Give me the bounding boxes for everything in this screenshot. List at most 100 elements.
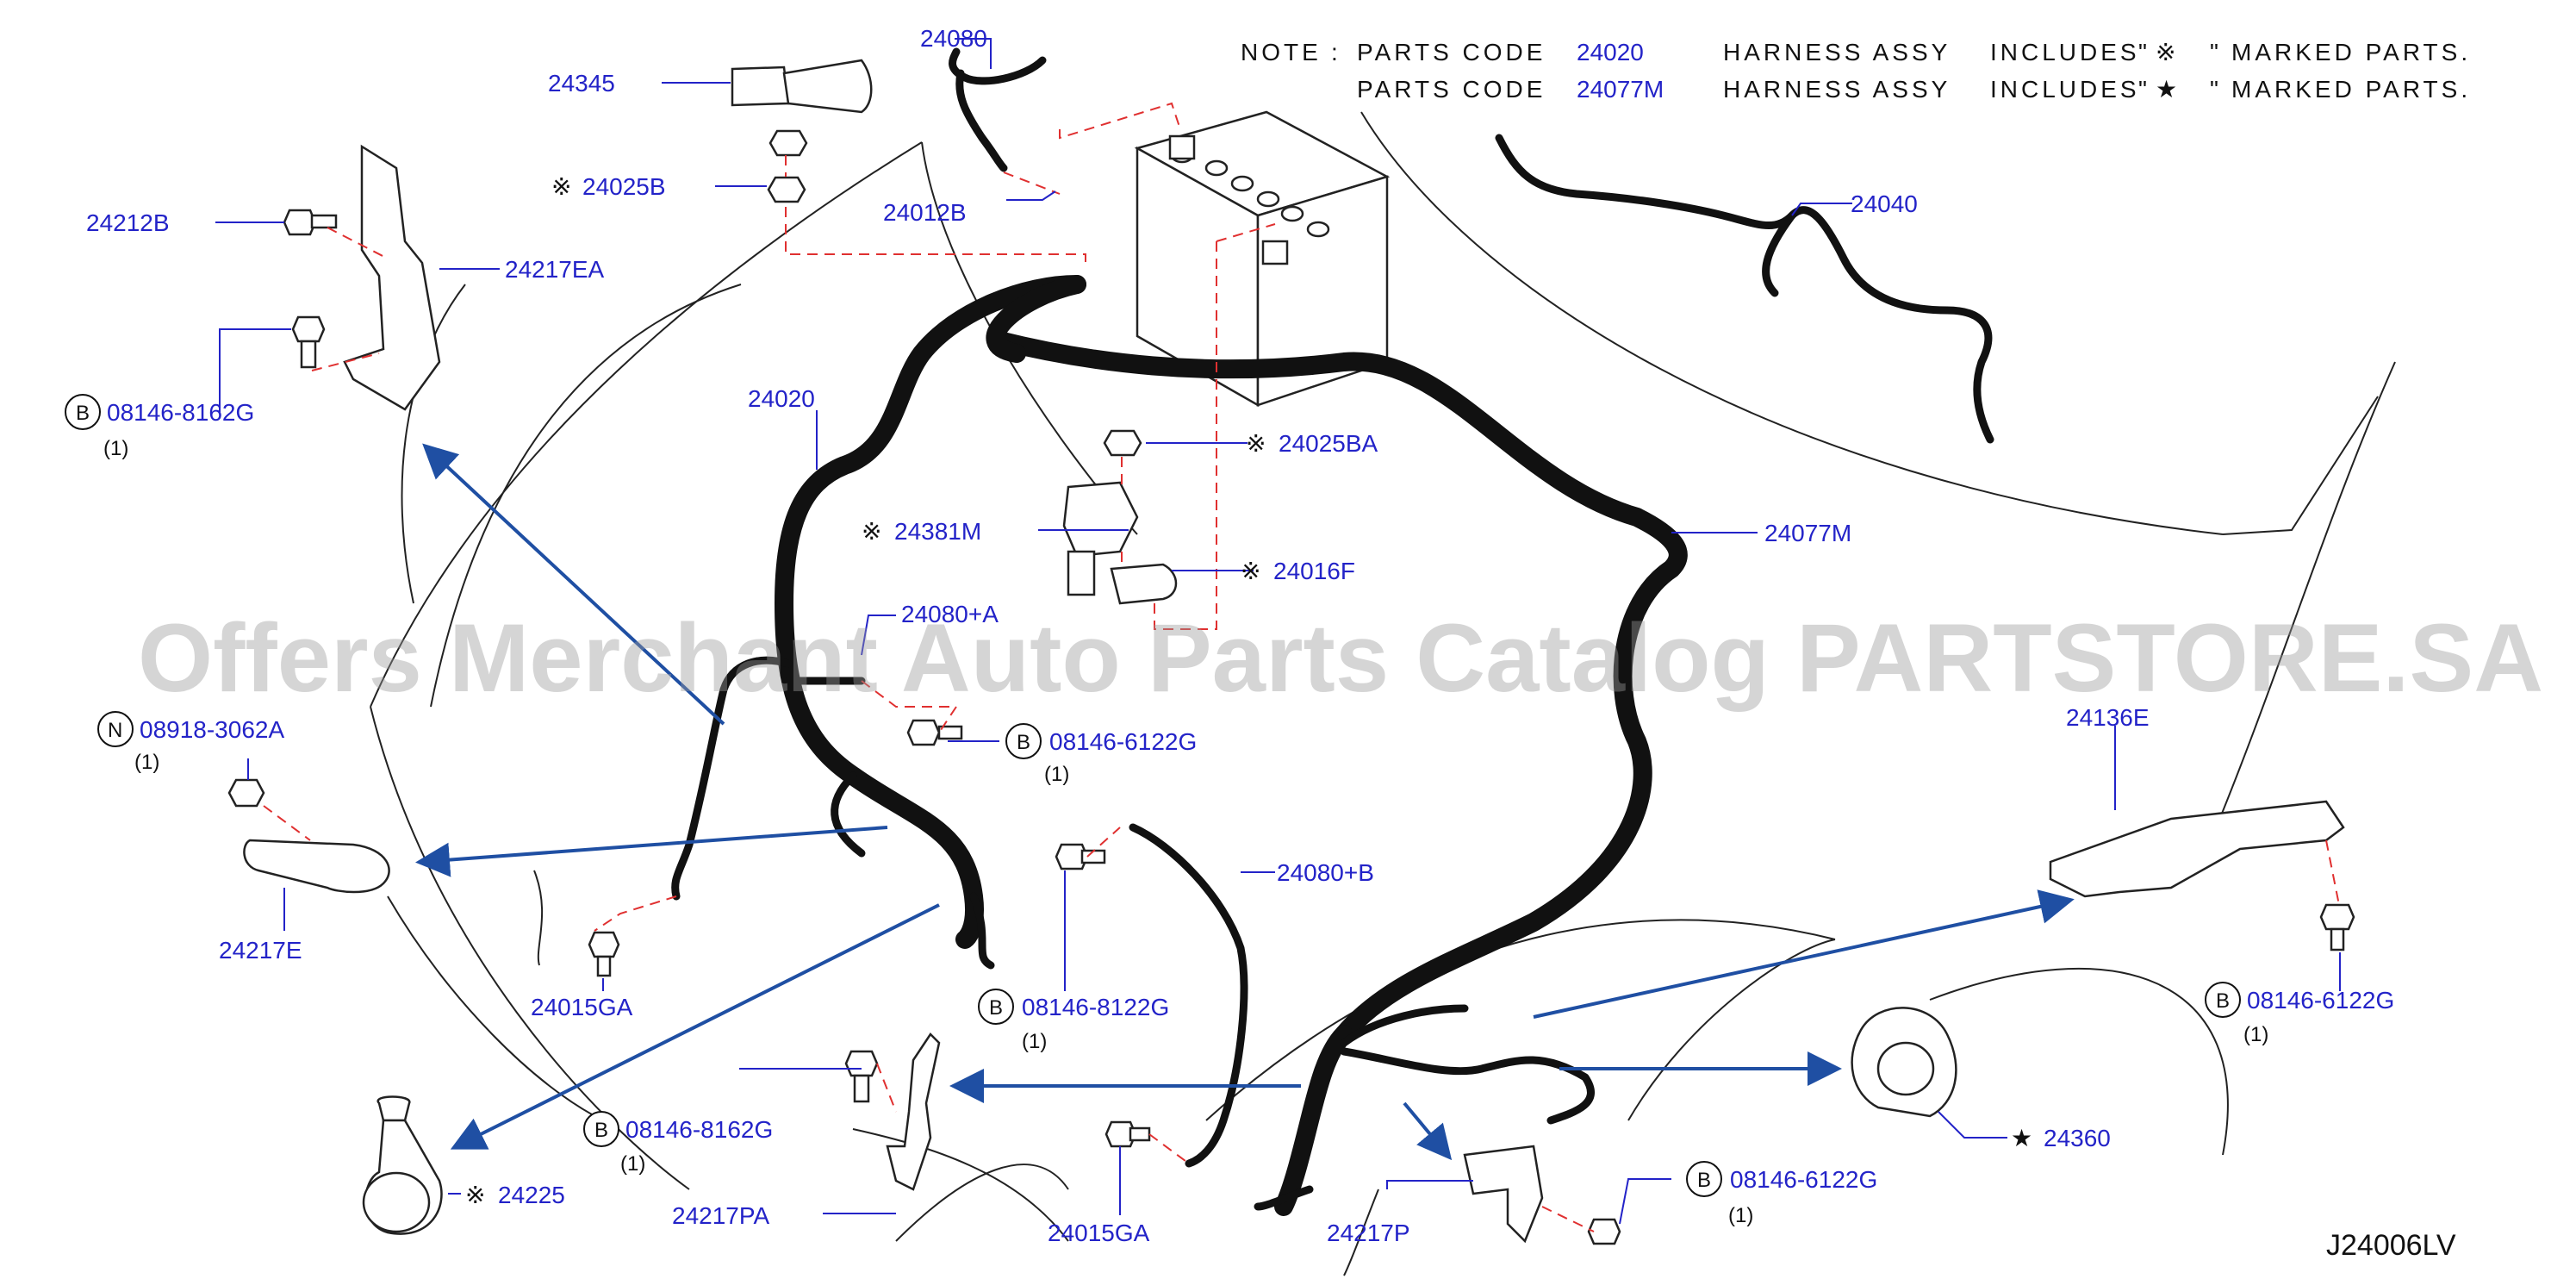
qty-08146-8122G: (1) [1022,1030,1047,1053]
ref-mark-24225: ※ [465,1181,485,1209]
watermark-text: Offers Merchant Auto Parts Catalog PARTS… [138,604,2543,712]
terminal-24016F[interactable] [1110,563,1178,605]
svg-text:B: B [2216,989,2230,1013]
label-08146-6122G-upper[interactable]: 08146-6122G [1049,728,1197,755]
arrow-to-24217P [1403,1101,1453,1161]
note-colon: : [1331,39,1341,66]
note-block: NOTE : PARTS CODE 24020 HARNESS ASSY INC… [1241,38,2467,103]
label-24217EA[interactable]: 24217EA [505,256,605,283]
badge-n-08918-3062A: N [97,711,134,747]
qty-08146-8162G-upper: (1) [103,437,128,460]
label-08146-8162G-upper[interactable]: 08146-8162G [107,399,254,426]
bracket-24136E[interactable] [2049,800,2345,898]
harness-front-lower [1254,1004,1595,1216]
note-symbol-2: ★ [2156,75,2177,103]
bolt-24015GA-left[interactable] [588,931,620,977]
arrow-to-24217E [415,826,888,877]
fusible-link-24345[interactable] [731,59,873,114]
harness-24080B [1129,823,1248,1168]
arrow-to-24136E [1533,889,2075,1019]
label-24212B[interactable]: 24212B [86,209,170,236]
qty-08146-8162G-lower: (1) [620,1152,645,1176]
bracket-24217EA[interactable] [343,144,441,411]
svg-text:B: B [76,402,90,425]
bolt-08146-8162G-lower[interactable] [844,1050,879,1103]
bracket-24217PA[interactable] [886,1033,941,1191]
badge-b-08146-6122G-right: B [2205,982,2241,1018]
note-parts-code-2: PARTS CODE [1357,76,1546,103]
label-24040[interactable]: 24040 [1851,190,1918,217]
svg-text:B: B [989,996,1003,1020]
label-08146-8162G-lower[interactable]: 08146-8162G [625,1116,773,1143]
svg-text:B: B [1697,1169,1711,1192]
label-24025BA[interactable]: 24025BA [1279,430,1378,457]
note-close-quote-1: " [2210,39,2222,66]
boot-24225[interactable] [362,1095,443,1235]
note-symbol-1: ※ [2156,38,2175,66]
note-code-1: 24020 [1577,39,1644,66]
label-24217E[interactable]: 24217E [219,937,302,964]
bracket-24217E[interactable] [243,839,390,894]
bolt-08146-6122G-upper[interactable] [906,719,963,746]
label-24077M[interactable]: 24077M [1764,520,1851,546]
label-24080[interactable]: 24080 [920,25,987,52]
label-24025B[interactable]: 24025B [582,173,666,200]
note-open-quote-2: " [2138,76,2150,103]
battery-terminal-positive [1168,134,1196,160]
bracket-24217P[interactable] [1463,1145,1544,1244]
label-24016F[interactable]: 24016F [1273,558,1355,584]
badge-b-08146-8122G: B [978,989,1014,1025]
bolt-24015GA-right[interactable] [1104,1120,1151,1148]
star-mark-24360: ★ [2011,1124,2032,1152]
dashed-connection-lines [263,102,2340,1232]
label-24015GA-right[interactable]: 24015GA [1048,1220,1150,1246]
bolt-08146-6122G-lower[interactable] [1587,1218,1621,1245]
note-harness-assy-2: HARNESS ASSY [1723,76,1951,103]
bolt-08146-6122G-right[interactable] [2319,903,2355,951]
note-close-quote-2: " [2210,76,2222,103]
label-24015GA-left[interactable]: 24015GA [531,994,633,1020]
ref-mark-24016F: ※ [1241,557,1260,585]
harness-24040 [1495,134,1994,444]
harness-24080 [949,47,1047,172]
ref-mark-24025B: ※ [551,172,571,201]
pointer-arrows [415,443,2075,1161]
nut-08918-3062A[interactable] [227,778,265,808]
qty-08918-3062A: (1) [134,751,159,774]
nut-24025BA[interactable] [1103,429,1142,457]
label-24345[interactable]: 24345 [548,70,615,97]
qty-08146-6122G-right: (1) [2243,1023,2268,1046]
label-24020[interactable]: 24020 [748,385,815,412]
note-open-quote-1: " [2138,39,2150,66]
bolt-24212B[interactable] [283,209,338,236]
label-24225[interactable]: 24225 [498,1182,565,1208]
label-08146-8122G[interactable]: 08146-8122G [1022,994,1169,1020]
label-24080A[interactable]: 24080+A [901,601,999,627]
bolt-08146-8122G[interactable] [1055,843,1106,870]
badge-b-08146-6122G-upper: B [1005,723,1042,759]
note-prefix: NOTE [1241,39,1322,66]
label-08146-6122G-lower[interactable]: 08146-6122G [1730,1166,1877,1193]
label-24381M[interactable]: 24381M [894,518,981,545]
harness-24077M [990,331,1688,1044]
label-24217P[interactable]: 24217P [1327,1220,1410,1246]
label-24080B[interactable]: 24080+B [1277,859,1374,886]
note-includes-1: INCLUDES [1990,39,2140,66]
label-24217PA[interactable]: 24217PA [672,1202,769,1229]
note-parts-code-1: PARTS CODE [1357,39,1546,66]
label-08146-6122G-right[interactable]: 08146-6122G [2247,987,2394,1014]
label-24136E[interactable]: 24136E [2066,704,2150,731]
bolt-08146-8162G-upper[interactable] [291,315,326,369]
label-24360[interactable]: 24360 [2044,1125,2111,1151]
holder-24381M[interactable] [1062,481,1139,596]
label-08918-3062A[interactable]: 08918-3062A [140,716,284,743]
harness-24020 [775,275,1086,970]
ref-mark-24025BA: ※ [1246,429,1266,458]
grommet-24360[interactable] [1851,1007,1957,1118]
label-24012B[interactable]: 24012B [883,199,967,226]
svg-text:B: B [594,1119,608,1142]
diagram-code: J24006LV [2326,1229,2456,1262]
nut-24025B[interactable] [767,129,808,203]
badge-b-08146-8162G-lower: B [583,1111,619,1147]
